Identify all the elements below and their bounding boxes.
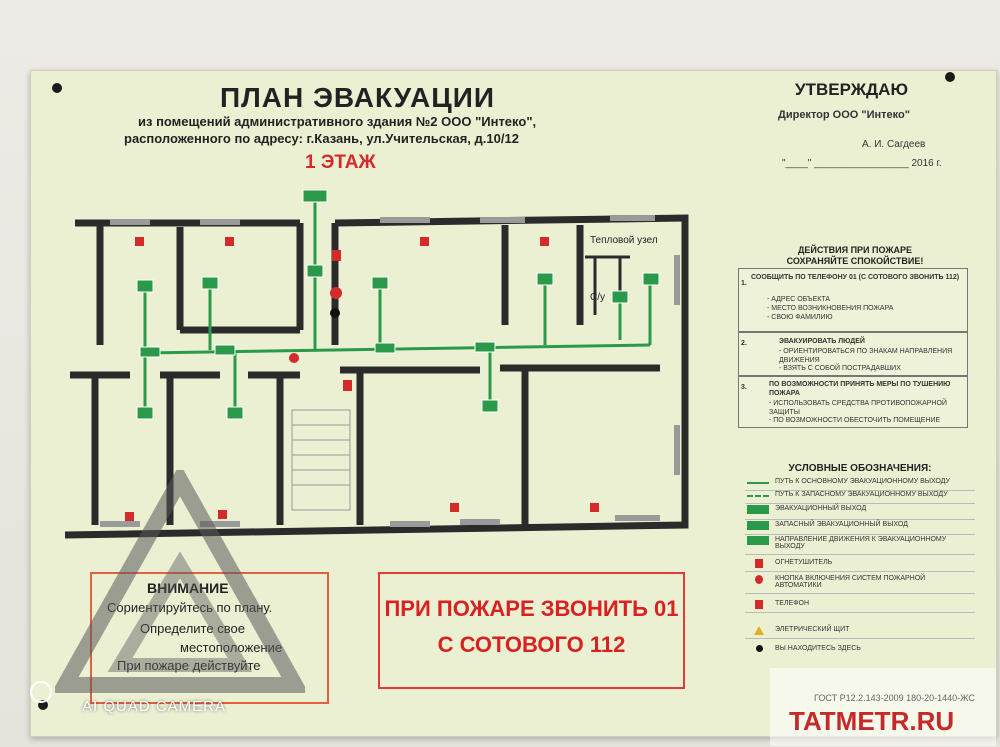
camera-triangle-watermark: [55, 470, 305, 693]
actions-subheading: СОХРАНЯЙТЕ СПОКОЙСТВИЕ!: [786, 256, 924, 266]
screw: [38, 700, 48, 710]
gost-footer: ГОСТ Р12.2.143-2009 180-20-1440-ЖС: [814, 693, 975, 703]
legend-row-phone: ТЕЛЕФОН: [745, 598, 975, 613]
windows: [100, 215, 680, 527]
legend-row-alarm-button: КНОПКА ВКЛЮЧЕНИЯ СИСТЕМ ПОЖАРНОЙ АВТОМАТ…: [745, 573, 975, 594]
plan-subtitle-2: расположенного по адресу: г.Казань, ул.У…: [124, 131, 519, 146]
extinguisher-icon: [755, 559, 763, 568]
plan-title: ПЛАН ЭВАКУАЦИИ: [220, 82, 495, 113]
legend-row-main-route: ПУТЬ К ОСНОВНОМУ ЭВАКУАЦИОННОМУ ВЫХОДУ: [745, 476, 975, 491]
legend-row-spare-exit: ЗАПАСНЫЙ ЭВАКУАЦИОННЫЙ ВЫХОД: [745, 519, 975, 535]
warning-triangle-icon: [754, 626, 764, 635]
approval-name: А. И. Сагдеев: [862, 139, 926, 150]
camera-label: AI QUAD CAMERA: [82, 698, 227, 715]
approval-heading: УТВЕРЖДАЮ: [795, 80, 908, 99]
attention-heading: ВНИМАНИЕ: [147, 580, 229, 596]
extinguishers: [289, 250, 352, 391]
legend-row-exit: ЭВАКУАЦИОННЫЙ ВЫХОД: [745, 503, 975, 520]
phones: [125, 237, 599, 521]
alarm-button-icon: [755, 575, 763, 584]
legend-row-you-are-here: ВЫ НАХОДИТЕСЬ ЗДЕСЬ: [745, 643, 975, 657]
legend-row-direction: НАПРАВЛЕНИЕ ДВИЖЕНИЯ К ЭВАКУАЦИОННОМУ ВЫ…: [745, 534, 975, 555]
action-step-3: 3. ПО ВОЗМОЖНОСТИ ПРИНЯТЬ МЕРЫ ПО ТУШЕНИ…: [738, 376, 968, 428]
evacuation-routes: [143, 200, 652, 415]
site-watermark: TATMETR.RU: [789, 706, 955, 736]
dot-icon: [756, 645, 763, 652]
fire-call-line-1: ПРИ ПОЖАРЕ ЗВОНИТЬ 01: [384, 596, 679, 621]
you-are-here-dot: [330, 308, 340, 318]
legend-row-extinguisher: ОГНЕТУШИТЕЛЬ: [745, 557, 975, 572]
action-step-1: 1. СООБЩИТЬ ПО ТЕЛЕФОНУ 01 (С СОТОВОГО З…: [738, 268, 968, 332]
room-heat-node: Тепловой узел: [590, 235, 658, 246]
floor-plan: Тепловой узел С/у: [64, 189, 689, 539]
attention-box: ВНИМАНИЕ Сориентируйтесь по плану. Опред…: [90, 572, 329, 704]
legend-row-spare-route: ПУТЬ К ЗАПАСНОМУ ЭВАКУАЦИОННОМУ ВЫХОДУ: [745, 489, 975, 504]
attention-line: Сориентируйтесь по плану.: [107, 600, 273, 615]
approval-date: "____" _________________ 2016 г.: [782, 158, 942, 169]
attention-line: При пожаре действуйте: [117, 658, 261, 673]
fire-call-box: ПРИ ПОЖАРЕ ЗВОНИТЬ 01 С СОТОВОГО 112: [378, 572, 685, 689]
approval-position: Директор ООО "Интеко": [778, 109, 910, 121]
exit-signs: [136, 189, 660, 420]
phone-icon: [755, 600, 763, 609]
legend-heading: УСЛОВНЫЕ ОБОЗНАЧЕНИЯ:: [788, 463, 932, 474]
room-bathroom: С/у: [590, 292, 605, 303]
fire-call-line-2: С СОТОВОГО 112: [437, 632, 626, 657]
action-step-2: 2. ЭВАКУИРОВАТЬ ЛЮДЕЙ - ОРИЕНТИРОВАТЬСЯ …: [738, 332, 968, 376]
plan-subtitle-1: из помещений административного здания №2…: [138, 114, 537, 129]
floor-label: 1 ЭТАЖ: [305, 152, 376, 173]
site-watermark-panel: [770, 668, 996, 746]
legend-row-electric-panel: ЭЛЕТРИЧЕСКИЙ ЩИТ: [745, 624, 975, 639]
evacuation-plan-board: [30, 70, 997, 737]
attention-line: Определите свое: [140, 621, 245, 636]
screw: [52, 83, 62, 93]
attention-line: местоположение: [180, 640, 283, 655]
stairs: [291, 409, 351, 511]
actions-heading: ДЕЙСТВИЯ ПРИ ПОЖАРЕ: [797, 245, 913, 255]
screw: [945, 72, 955, 82]
camera-logo-icon: [30, 681, 52, 703]
